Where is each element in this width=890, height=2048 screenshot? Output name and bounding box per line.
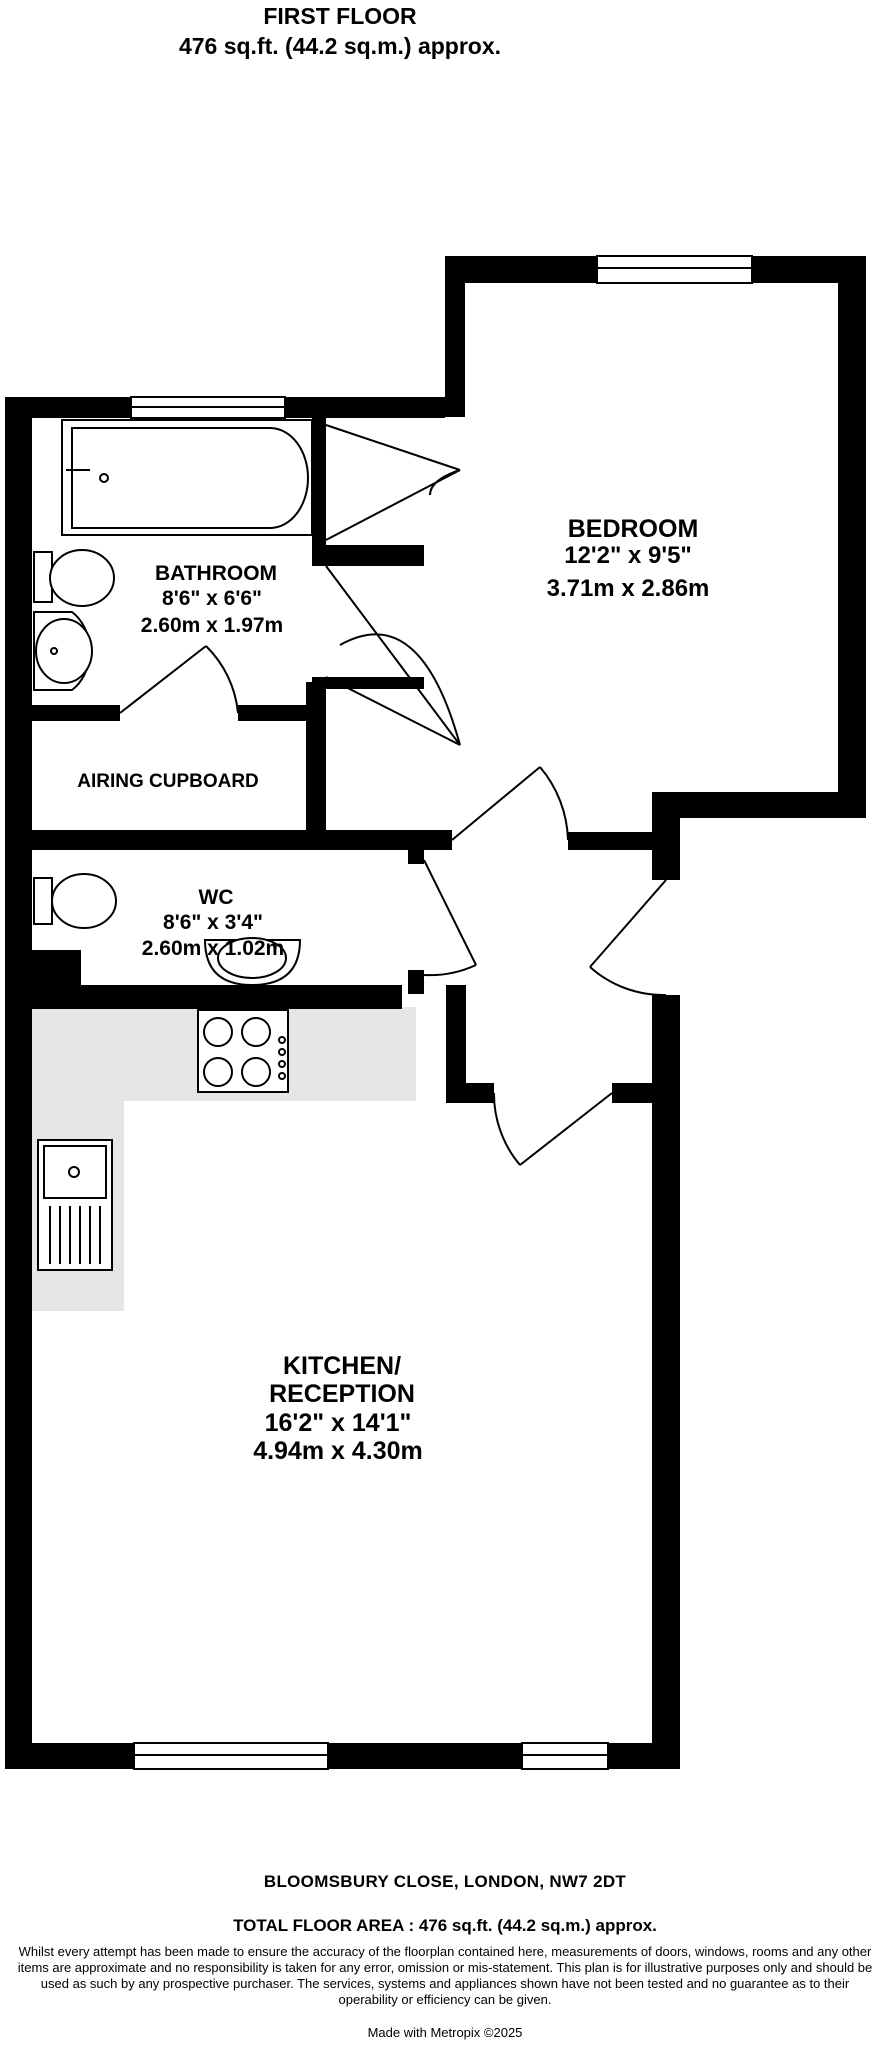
wc-metric: 2.60m x 1.02m — [142, 937, 284, 960]
kitchen-name-2: RECEPTION — [269, 1380, 415, 1408]
bathroom-name: BATHROOM — [155, 562, 277, 585]
floor-title: FIRST FLOOR — [263, 3, 417, 29]
floor-plan: BEDROOM 12'2" x 9'5" 3.71m x 2.86m BATHR… — [5, 255, 866, 1770]
walls — [5, 256, 866, 1769]
bathroom-imperial: 8'6" x 6'6" — [162, 587, 262, 610]
wc-imperial: 8'6" x 3'4" — [163, 911, 263, 934]
airing-cupboard-label: AIRING CUPBOARD — [77, 771, 259, 792]
bedroom-imperial: 12'2" x 9'5" — [564, 542, 692, 569]
kitchen-name-1: KITCHEN/ — [283, 1352, 401, 1380]
wc-basin-icon — [203, 937, 302, 987]
wc-toilet-icon — [33, 873, 117, 929]
bathroom-metric: 2.60m x 1.97m — [141, 614, 283, 637]
bath — [61, 419, 313, 536]
kitchen-imperial: 16'2" x 14'1" — [265, 1409, 412, 1437]
sink-icon — [37, 1139, 113, 1271]
disclaimer: Whilst every attempt has been made to en… — [17, 1944, 873, 2007]
bedroom-metric: 3.71m x 2.86m — [547, 575, 710, 602]
toilet-icon — [33, 549, 115, 607]
kitchen-metric: 4.94m x 4.30m — [253, 1437, 423, 1465]
wc-label: WC 8'6" x 3'4" 2.60m x 1.02m — [142, 886, 284, 960]
floor-area: 476 sq.ft. (44.2 sq.m.) approx. — [178, 33, 502, 59]
bedroom-label: BEDROOM 12'2" x 9'5" 3.71m x 2.86m — [547, 515, 710, 602]
bedroom-name: BEDROOM — [568, 515, 699, 543]
bathroom-label: BATHROOM 8'6" x 6'6" 2.60m x 1.97m — [141, 562, 283, 637]
wc-name: WC — [199, 886, 234, 909]
doors — [119, 424, 667, 1166]
property-address: BLOOMSBURY CLOSE, LONDON, NW7 2DT — [263, 1872, 627, 1891]
windows — [130, 255, 753, 1770]
metropix-credit: Made with Metropix ©2025 — [367, 2025, 523, 2040]
basin-icon — [33, 611, 93, 691]
hob-icon — [197, 1009, 289, 1093]
kitchen-label: KITCHEN/ RECEPTION 16'2" x 14'1" 4.94m x… — [253, 1352, 423, 1465]
total-floor-area: TOTAL FLOOR AREA : 476 sq.ft. (44.2 sq.m… — [233, 1916, 657, 1935]
